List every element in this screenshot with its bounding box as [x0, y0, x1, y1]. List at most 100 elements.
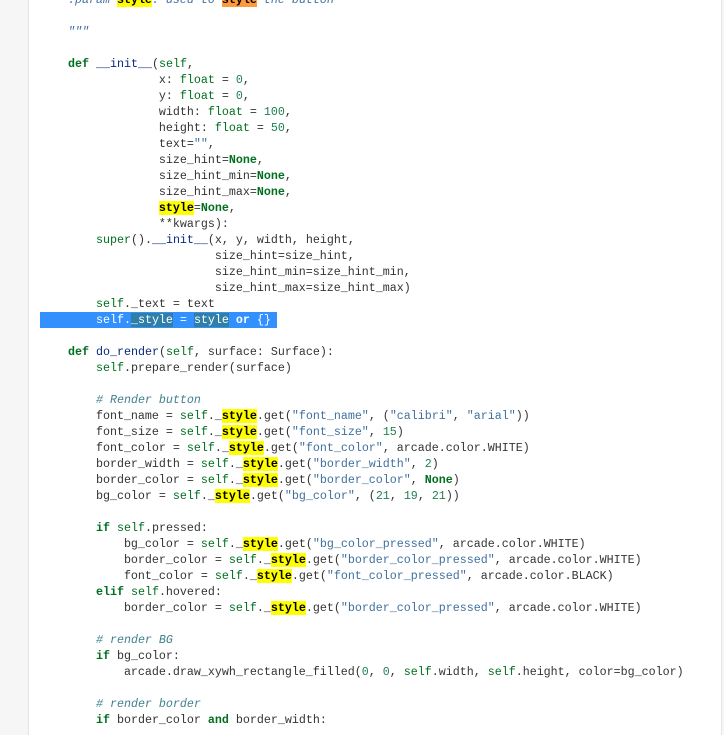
code-token: , arcade.color.WHITE)	[494, 553, 642, 567]
code-line[interactable]: font_color = self._style.get("font_color…	[40, 440, 684, 456]
code-token: ,	[242, 89, 250, 103]
code-line[interactable]: def do_render(self, surface: Surface):	[40, 344, 684, 360]
code-token: , (	[368, 409, 390, 423]
code-line[interactable]: **kwargs):	[40, 216, 684, 232]
code-token: , arcade.color.BLACK)	[466, 569, 614, 583]
code-token: ._	[207, 409, 222, 423]
code-line[interactable]: size_hint_min=None,	[40, 168, 684, 184]
code-line[interactable]: size_hint=None,	[40, 152, 684, 168]
code-line[interactable]: size_hint_max=None,	[40, 184, 684, 200]
code-token: def	[67, 57, 89, 71]
search-match-highlight: style	[242, 473, 278, 487]
code-token: ,	[410, 473, 425, 487]
code-token: ,	[452, 409, 467, 423]
code-token: font_color =	[40, 569, 215, 583]
code-line[interactable]: font_color = self._style.get("font_color…	[40, 568, 684, 584]
code-token: "border_color_pressed"	[340, 601, 495, 615]
code-line[interactable]	[40, 376, 684, 392]
code-line[interactable]: super().__init__(x, y, width, height,	[40, 232, 684, 248]
code-line[interactable]	[40, 616, 684, 632]
code-token: 21	[375, 489, 390, 503]
code-line[interactable]: :param style: used to style the button	[40, 0, 684, 8]
code-token	[124, 585, 131, 599]
code-token: =	[242, 105, 264, 119]
code-line[interactable]: height: float = 50,	[40, 120, 684, 136]
code-line[interactable]: size_hint_max=size_hint_max)	[40, 280, 684, 296]
code-line[interactable]: self._text = text	[40, 296, 684, 312]
code-line[interactable]: # Render button	[40, 392, 684, 408]
code-line[interactable]: size_hint_min=size_hint_min,	[40, 264, 684, 280]
code-token: "bg_color_pressed"	[312, 537, 439, 551]
code-line[interactable]: border_width = self._style.get("border_w…	[40, 456, 684, 472]
code-line[interactable]: if bg_color:	[40, 648, 684, 664]
code-token: , arcade.color.WHITE)	[382, 441, 530, 455]
code-token: or	[235, 313, 250, 327]
code-token: ,	[389, 489, 404, 503]
code-token: ._	[242, 569, 257, 583]
code-line[interactable]: y: float = 0,	[40, 88, 684, 104]
code-token: ,	[186, 57, 194, 71]
code-line[interactable]: elif self.hovered:	[40, 584, 684, 600]
code-line[interactable]	[40, 504, 684, 520]
code-token: , (	[354, 489, 376, 503]
code-line[interactable]: def __init__(self,	[40, 56, 684, 72]
code-line[interactable]: """	[40, 24, 684, 40]
code-token: ,	[284, 185, 292, 199]
code-token: # render border	[95, 697, 201, 711]
code-token: self	[228, 553, 257, 567]
code-line[interactable]	[40, 680, 684, 696]
code-token: =	[172, 313, 194, 327]
code-line[interactable]: font_size = self._style.get("font_size",…	[40, 424, 684, 440]
code-token: , arcade.color.WHITE)	[494, 601, 642, 615]
code-token: .hovered:	[158, 585, 222, 599]
code-token: ))	[515, 409, 530, 423]
code-token: ,	[410, 457, 425, 471]
code-line[interactable]: x: float = 0,	[40, 72, 684, 88]
code-line[interactable]	[40, 328, 684, 344]
selected-code-line[interactable]: self._style = style or {}	[40, 312, 277, 328]
code-token: "font_color"	[298, 441, 383, 455]
search-match-highlight: style	[242, 537, 278, 551]
code-token: ,	[389, 665, 404, 679]
code-token	[40, 57, 68, 71]
code-line[interactable]: if border_color and border_width:	[40, 712, 684, 728]
code-line[interactable]: if self.pressed:	[40, 520, 684, 536]
code-token: ._	[200, 489, 215, 503]
code-line[interactable]: bg_color = self._style.get("bg_color_pre…	[40, 536, 684, 552]
code-token: def	[67, 345, 89, 359]
code-token: 100	[263, 105, 285, 119]
code-line[interactable]: # render border	[40, 696, 684, 712]
code-token: "calibri"	[389, 409, 453, 423]
code-token: self	[214, 569, 243, 583]
code-token: size_hint_min=	[40, 169, 257, 183]
code-token	[40, 361, 96, 375]
code-line[interactable]: style=None,	[40, 200, 684, 216]
code-line[interactable]: width: float = 100,	[40, 104, 684, 120]
code-token: self	[158, 57, 187, 71]
code-line[interactable]: border_color = self._style.get("border_c…	[40, 552, 684, 568]
code-line[interactable]	[40, 40, 684, 56]
search-match-highlight: style	[256, 569, 292, 583]
code-token: "bg_color"	[284, 489, 355, 503]
code-token: =	[214, 89, 236, 103]
code-token: ._	[256, 601, 271, 615]
code-token: .get(	[277, 537, 313, 551]
code-line[interactable]	[40, 8, 684, 24]
code-line[interactable]: border_color = self._style.get("border_c…	[40, 472, 684, 488]
code-token: # render BG	[95, 633, 173, 647]
code-token: self	[95, 361, 124, 375]
code-line[interactable]: arcade.draw_xywh_rectangle_filled(0, 0, …	[40, 664, 684, 680]
code-token: self	[186, 441, 215, 455]
code-line[interactable]: border_color = self._style.get("border_c…	[40, 600, 684, 616]
code-line[interactable]: self.prepare_render(surface)	[40, 360, 684, 376]
code-block[interactable]: :param style: used to style the button "…	[40, 0, 684, 728]
code-token: )	[431, 457, 439, 471]
code-line[interactable]: # render BG	[40, 632, 684, 648]
code-token: border_color =	[40, 473, 201, 487]
code-line[interactable]: bg_color = self._style.get("bg_color", (…	[40, 488, 684, 504]
code-token: border_width =	[40, 457, 201, 471]
code-line[interactable]: text="",	[40, 136, 684, 152]
code-line[interactable]: font_name = self._style.get("font_name",…	[40, 408, 684, 424]
code-token: ._	[228, 537, 243, 551]
code-line[interactable]: size_hint=size_hint,	[40, 248, 684, 264]
